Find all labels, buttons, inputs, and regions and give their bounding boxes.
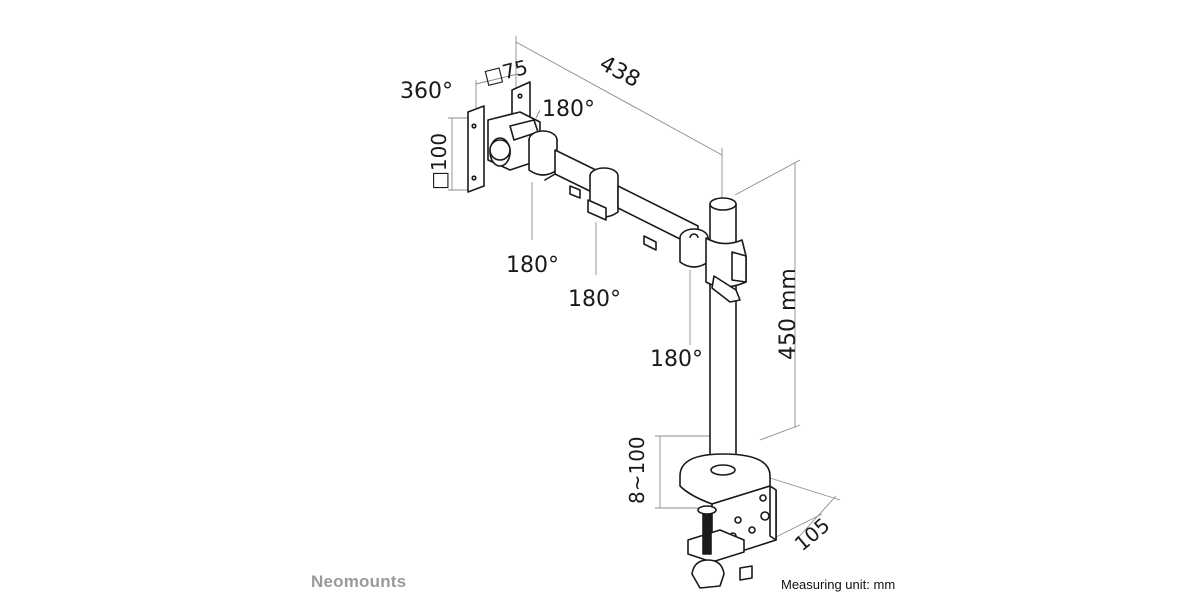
label-desk-range: 8~100 xyxy=(625,436,649,504)
clamp-screw xyxy=(702,509,712,555)
measuring-unit-note: Measuring unit: mm xyxy=(781,577,896,592)
dimension-lines xyxy=(448,36,841,541)
desk-clamp-top xyxy=(679,453,771,505)
label-pole-height: 450 mm xyxy=(776,268,801,360)
lock-lever xyxy=(711,275,741,303)
brand-logo: Neomounts xyxy=(311,572,407,591)
label-tilt-top: 180° xyxy=(542,97,595,122)
label-arm-length: 438 xyxy=(595,51,644,93)
label-joint-1: 180° xyxy=(506,253,559,278)
label-vesa-small: □75 xyxy=(481,55,530,89)
clamp-knob xyxy=(691,559,725,589)
label-joint-3: 180° xyxy=(650,347,703,372)
desk-clamp-jaw xyxy=(687,529,745,563)
label-clamp-depth: 105 xyxy=(790,513,835,556)
label-joint-2: 180° xyxy=(568,287,621,312)
label-vesa-large: □100 xyxy=(427,133,451,190)
arm-drawing xyxy=(467,81,777,589)
dimension-labels: 360° □75 □100 438 180° 180° 180° 180° 45… xyxy=(400,51,834,556)
label-plate-rotation: 360° xyxy=(400,79,453,104)
